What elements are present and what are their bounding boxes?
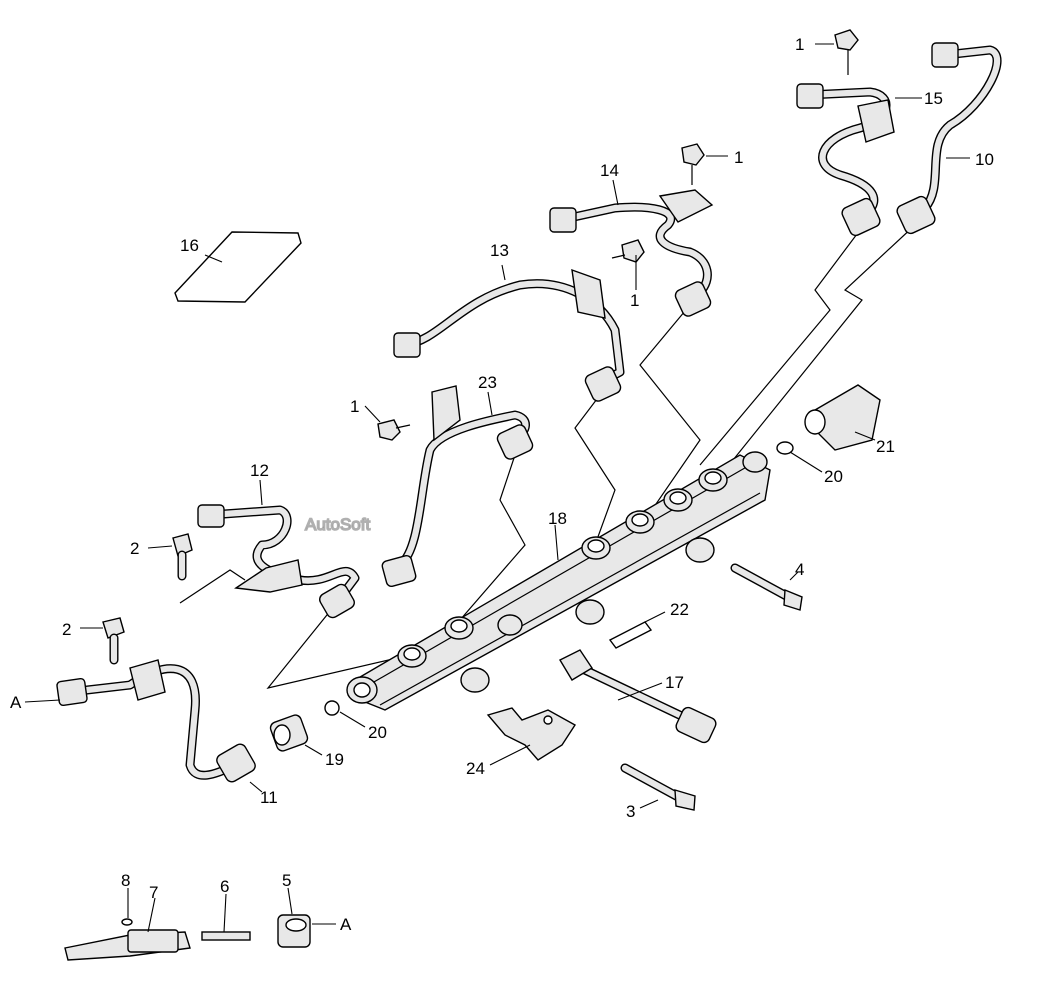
label-part-22: 22 (670, 600, 689, 619)
label-ref-a: A (340, 915, 352, 934)
part-19-plug (269, 714, 309, 752)
guide-line (266, 604, 411, 689)
label-part-15: 15 (924, 89, 943, 108)
part-12-pipe (197, 504, 360, 619)
label-part-12: 12 (250, 461, 269, 480)
part-5-nut (277, 914, 311, 948)
callout-labels: 1 15 10 1 14 1 13 16 1 23 12 21 20 18 2 … (10, 35, 994, 934)
part-3-bolt (620, 763, 696, 811)
part-1-bolt (611, 239, 645, 263)
guide-line (699, 229, 861, 466)
label-part-17: 17 (665, 673, 684, 692)
part-8-ring (121, 918, 133, 926)
part-23-pipe (381, 385, 534, 588)
part-10-pipe (896, 42, 1002, 235)
guide-line (639, 304, 701, 521)
part-20-o-ring (324, 700, 340, 716)
part-1-bolt (681, 143, 705, 185)
guide-line (724, 224, 916, 471)
label-part-21: 21 (876, 437, 895, 456)
label-part-2: 2 (130, 539, 139, 558)
part-15-pipe (796, 83, 895, 237)
part-13-pipe (393, 268, 625, 402)
label-part-2: 2 (62, 620, 71, 639)
label-part-1: 1 (734, 148, 743, 167)
part-14-pipe (549, 189, 714, 317)
part-11-pipe (56, 659, 256, 783)
leader-lines (24, 43, 970, 933)
label-part-6: 6 (220, 877, 229, 896)
label-part-8: 8 (121, 871, 130, 890)
label-ref-a: A (10, 693, 22, 712)
part-18-fuel-rail (346, 451, 771, 711)
label-part-13: 13 (490, 241, 509, 260)
label-part-20: 20 (824, 467, 843, 486)
label-part-20: 20 (368, 723, 387, 742)
label-part-10: 10 (975, 150, 994, 169)
label-part-11: 11 (260, 788, 278, 807)
part-17-pressure-sensor (559, 649, 717, 744)
label-part-14: 14 (600, 161, 619, 180)
label-part-1: 1 (795, 35, 804, 54)
label-part-23: 23 (478, 373, 497, 392)
label-part-18: 18 (548, 509, 567, 528)
part-21-fitting (804, 384, 881, 451)
label-part-19: 19 (325, 750, 344, 769)
part-22-plate (608, 621, 653, 649)
label-part-1: 1 (630, 291, 639, 310)
label-part-16: 16 (180, 236, 199, 255)
label-part-3: 3 (626, 802, 635, 821)
guide-line (459, 454, 526, 621)
part-6-pin (201, 931, 251, 941)
part-4-bolt (730, 563, 803, 611)
label-part-24: 24 (466, 759, 485, 778)
part-1-bolt (377, 419, 411, 441)
part-2-bolt (172, 533, 193, 581)
part-20-o-ring (776, 441, 794, 455)
part-7-nozzle (64, 929, 191, 961)
part-1-bolt (834, 29, 859, 75)
label-part-7: 7 (149, 883, 158, 902)
part-24-bracket (486, 707, 576, 761)
guide-line (574, 394, 616, 546)
label-part-1: 1 (350, 397, 359, 416)
label-part-5: 5 (282, 871, 291, 890)
part-16-label-plate (174, 231, 302, 303)
guide-line (179, 569, 246, 604)
label-part-4: 4 (795, 560, 804, 579)
part-2-bolt (102, 617, 125, 665)
watermark: AutoSoft (305, 515, 370, 534)
